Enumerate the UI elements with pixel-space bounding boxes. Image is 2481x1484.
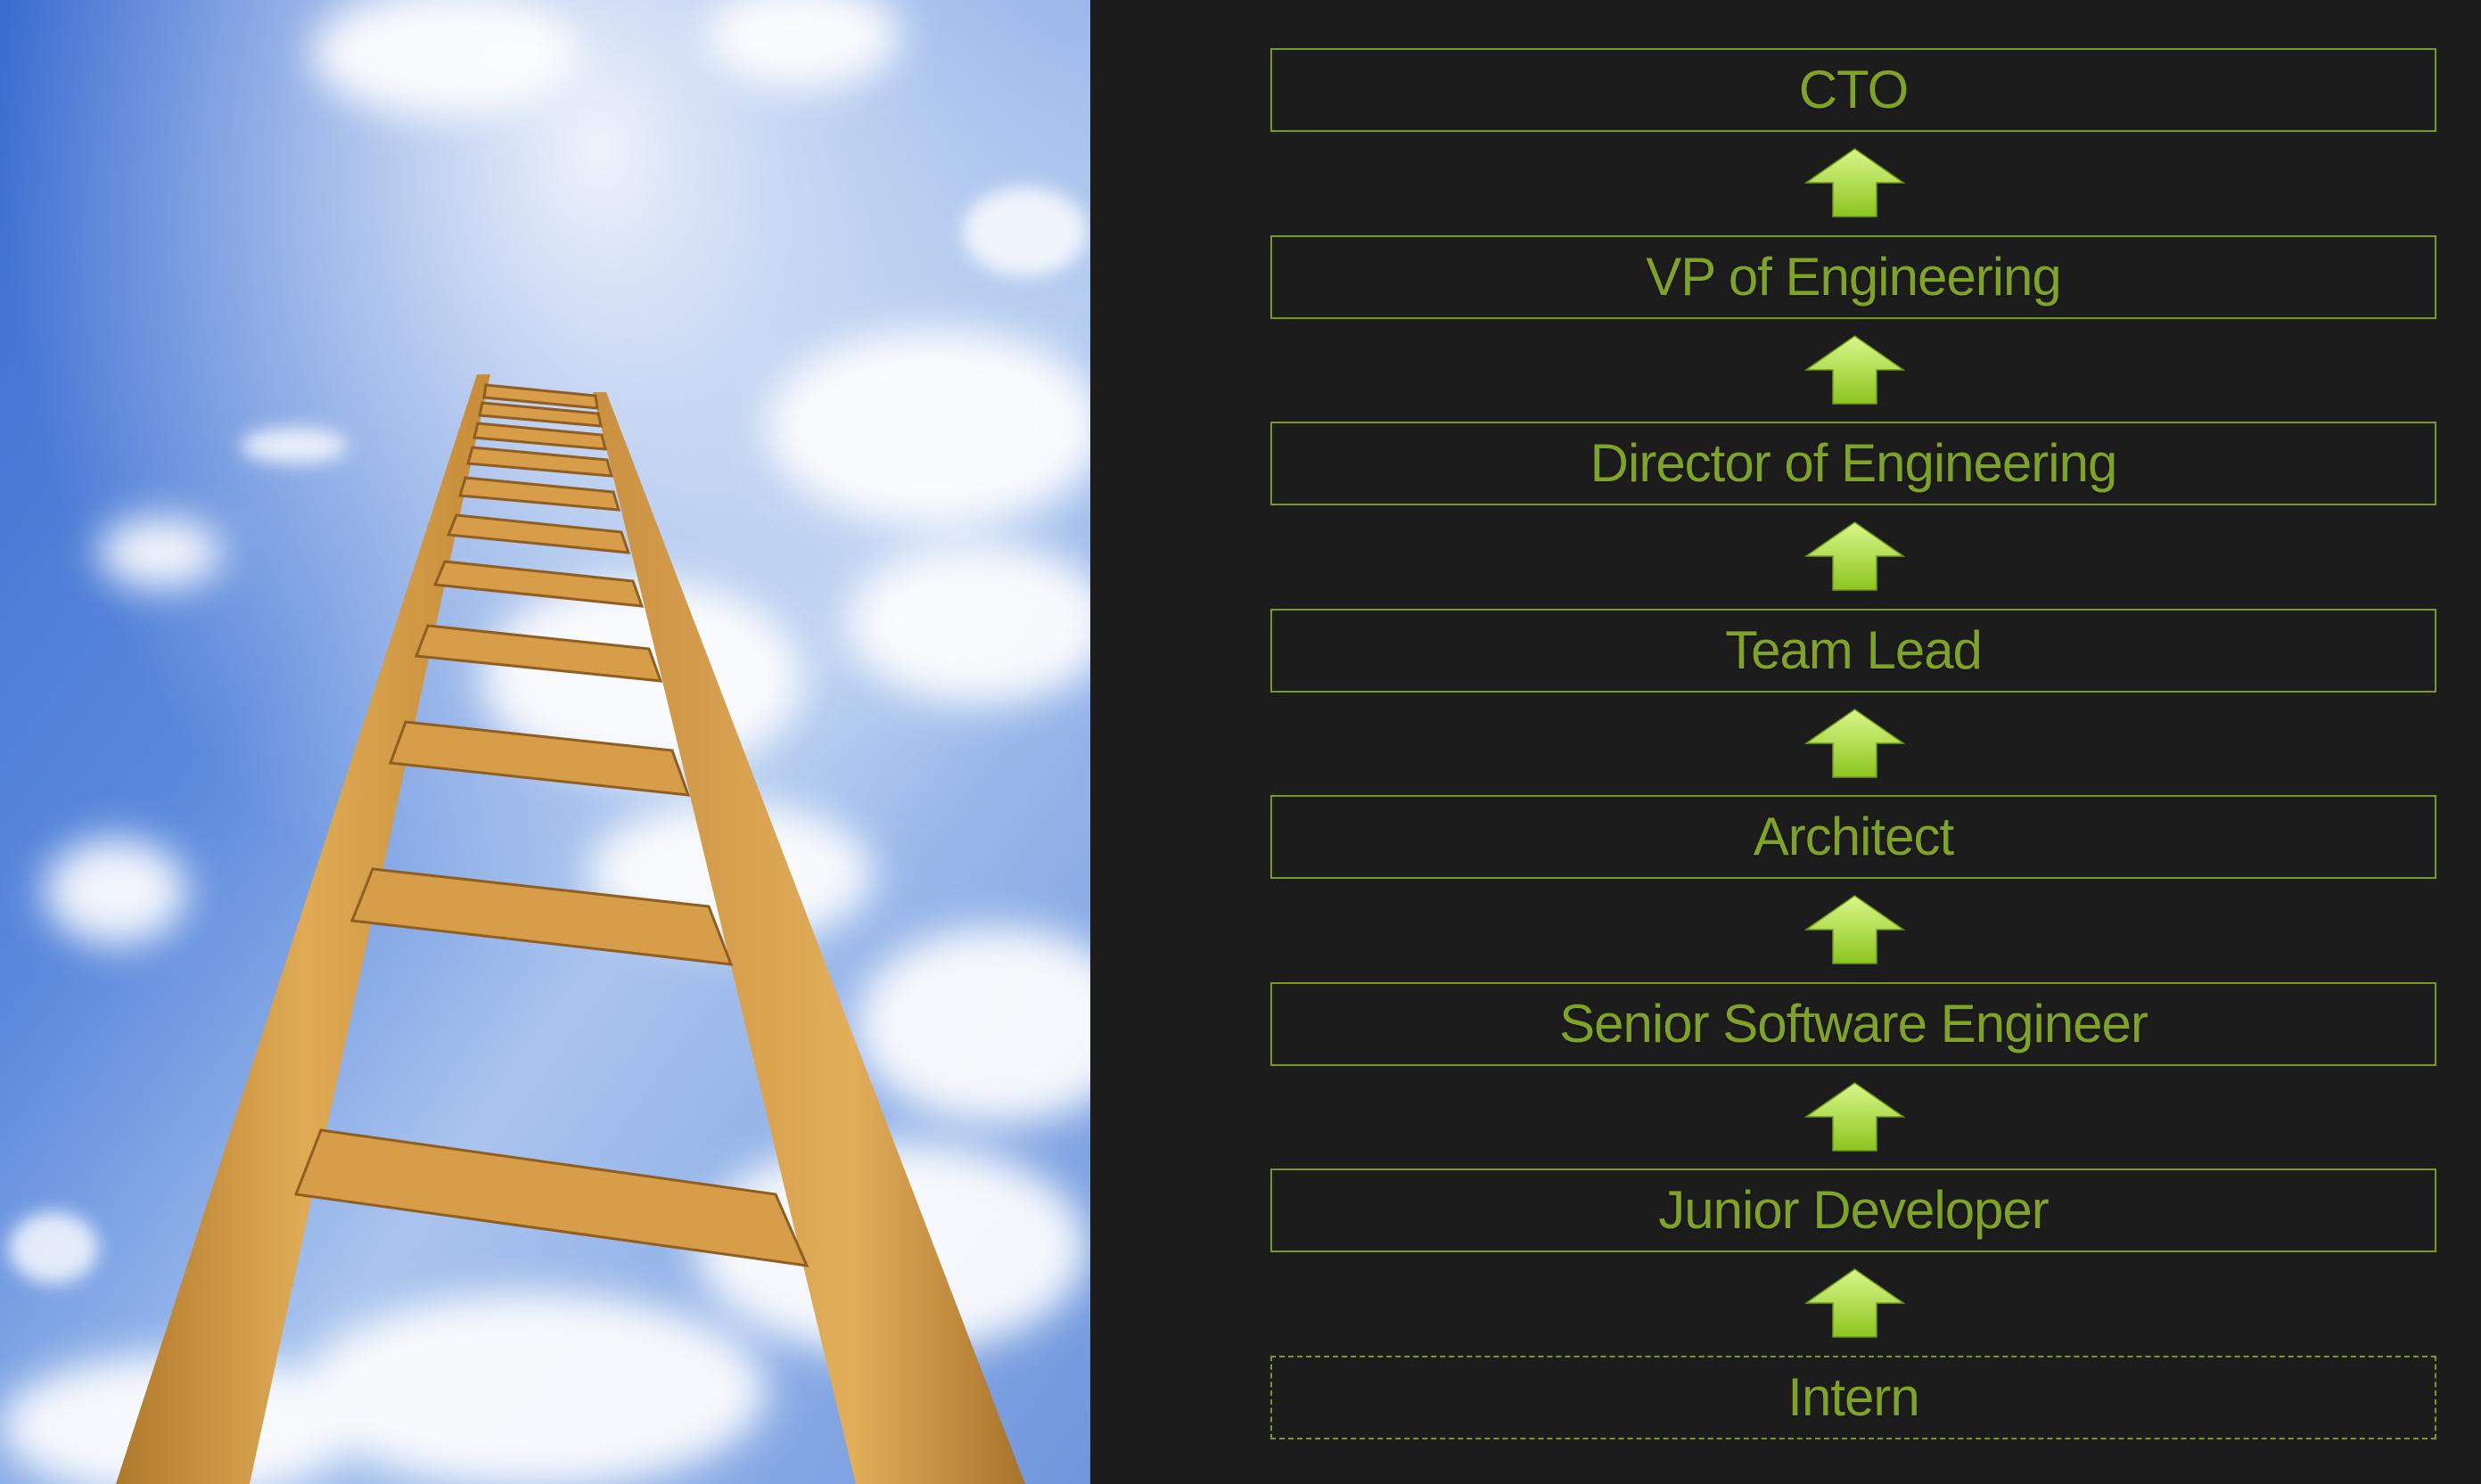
level-label: Senior Software Engineer — [1559, 993, 2148, 1054]
level-label: VP of Engineering — [1646, 246, 2062, 307]
level-label: Intern — [1787, 1366, 1919, 1427]
level-label: Team Lead — [1725, 619, 1983, 680]
level-box-architect: Architect — [1270, 795, 2436, 879]
level-label: Director of Engineering — [1590, 433, 2118, 493]
up-arrow-icon — [1804, 895, 1905, 964]
level-box-vp-of-engineering: VP of Engineering — [1270, 234, 2436, 319]
level-box-team-lead: Team Lead — [1270, 608, 2436, 693]
up-arrow-icon — [1804, 521, 1905, 591]
up-arrow-icon — [1804, 148, 1905, 217]
level-box-junior-developer: Junior Developer — [1270, 1168, 2436, 1252]
ladder-sky-photo — [0, 0, 1090, 1484]
level-label: Junior Developer — [1658, 1180, 2050, 1240]
up-arrow-icon — [1804, 1081, 1905, 1152]
level-box-senior-software-engineer: Senior Software Engineer — [1270, 981, 2436, 1066]
level-box-cto: CTO — [1270, 48, 2436, 132]
level-label: CTO — [1798, 60, 1910, 119]
level-box-intern: Intern — [1270, 1355, 2436, 1439]
level-label: Architect — [1753, 807, 1954, 866]
up-arrow-icon — [1804, 334, 1905, 405]
up-arrow-icon — [1804, 708, 1905, 778]
level-box-director-of-engineering: Director of Engineering — [1270, 422, 2436, 505]
up-arrow-icon — [1804, 1268, 1905, 1338]
